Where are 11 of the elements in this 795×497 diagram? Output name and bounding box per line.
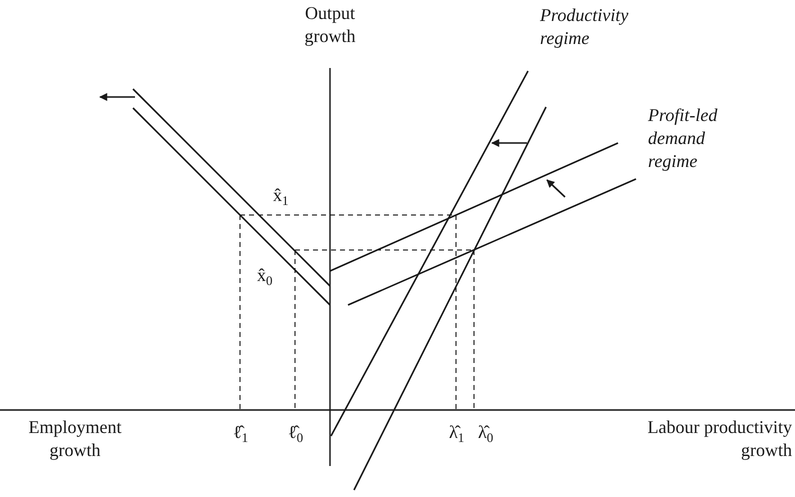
axis-value-label: x̂$_{0}$ — [257, 264, 274, 287]
axis-value-label: ℓ̂$_{1}$ — [233, 421, 250, 444]
axis-value-label: λ̂$_{0}$ — [478, 421, 494, 444]
axis-value-label: x̂$_{1}$ — [273, 184, 290, 207]
axis-title: Labour productivity growth — [646, 416, 792, 462]
curve-label: Profit-led demand regime — [648, 104, 718, 173]
axis-title: Output growth — [304, 2, 356, 48]
curve-label: Productivity regime — [540, 4, 630, 50]
axis-value-label: Employment growth — [28, 416, 122, 462]
axis-value-label: λ̂$_{1}$ — [449, 421, 466, 444]
axis-value-label: ℓ̂$_{0}$ — [288, 421, 304, 444]
